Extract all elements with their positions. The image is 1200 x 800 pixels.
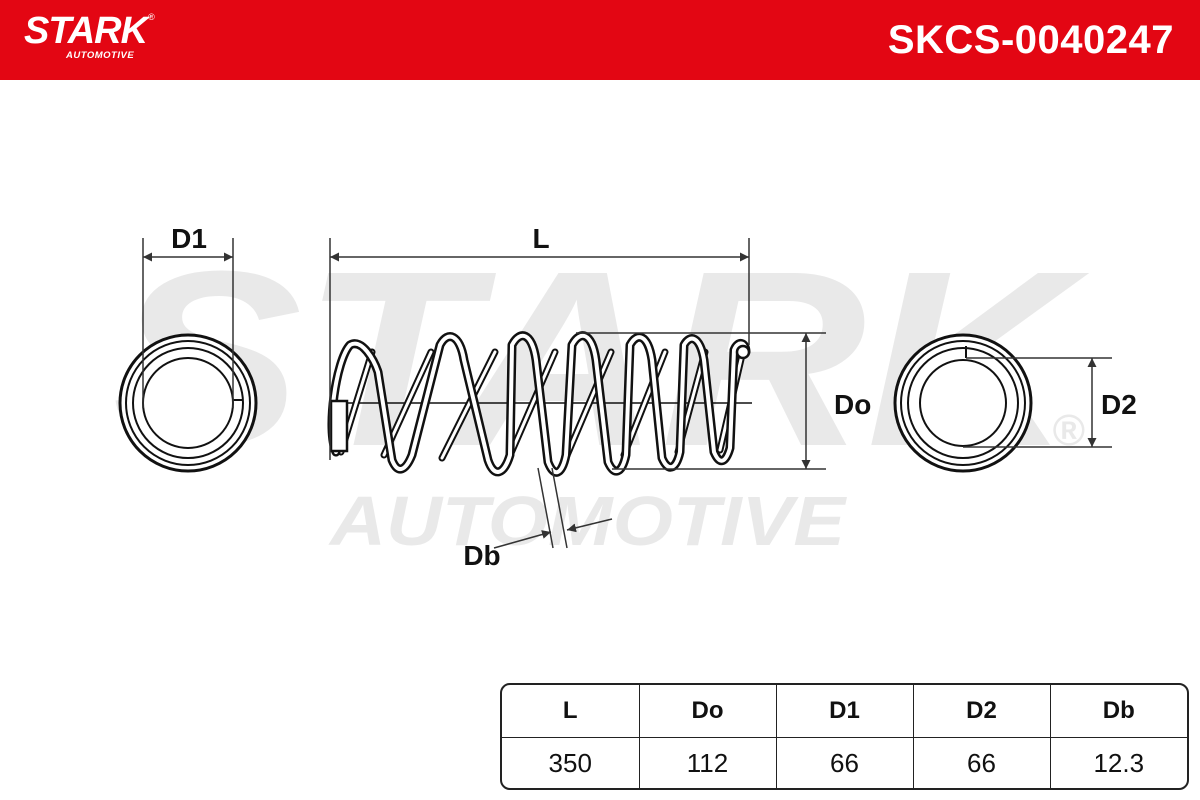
specs-header-do: Do	[638, 685, 776, 738]
specs-table: L Do D1 D2 Db 350 112 66 66 12.3	[500, 683, 1189, 790]
label-l: L	[532, 223, 549, 254]
specs-header-d1: D1	[775, 685, 913, 738]
specs-header-d2: D2	[912, 685, 1050, 738]
specs-value-do: 112	[638, 737, 776, 788]
brand-registered-mark: ®	[148, 12, 155, 22]
dimension-d2: D2	[963, 357, 1137, 448]
specs-value-row: 350 112 66 66 12.3	[502, 737, 1187, 788]
label-d2: D2	[1101, 389, 1137, 420]
dimension-d1: D1	[142, 223, 234, 408]
spring-diagram: STARK AUTOMOTIVE ® D1 L	[112, 219, 1137, 571]
brand-logo: STARK® AUTOMOTIVE	[24, 12, 155, 61]
brand-subtitle: AUTOMOTIVE	[66, 50, 135, 61]
part-number: SKCS-0040247	[887, 18, 1174, 62]
label-d1: D1	[171, 223, 207, 254]
spring-side-view	[327, 331, 752, 477]
end-view-left	[118, 333, 258, 473]
dimension-do: Do	[576, 332, 871, 470]
end-view-right	[893, 333, 1033, 473]
watermark-automotive: AUTOMOTIVE	[328, 482, 848, 560]
dimension-db: Db	[463, 467, 613, 571]
specs-header-l: L	[502, 685, 639, 738]
header-bar: STARK® AUTOMOTIVE SKCS-0040247	[0, 0, 1200, 80]
specs-value-d2: 66	[912, 737, 1050, 788]
specs-value-d1: 66	[775, 737, 913, 788]
specs-value-db: 12.3	[1049, 737, 1187, 788]
label-db: Db	[463, 540, 500, 571]
specs-header-db: Db	[1049, 685, 1187, 738]
specs-value-l: 350	[548, 747, 592, 778]
specs-header-row: L Do D1 D2 Db	[502, 685, 1187, 738]
label-do: Do	[834, 389, 871, 420]
brand-name: STARK	[24, 10, 148, 52]
dimension-l: L	[329, 223, 750, 460]
